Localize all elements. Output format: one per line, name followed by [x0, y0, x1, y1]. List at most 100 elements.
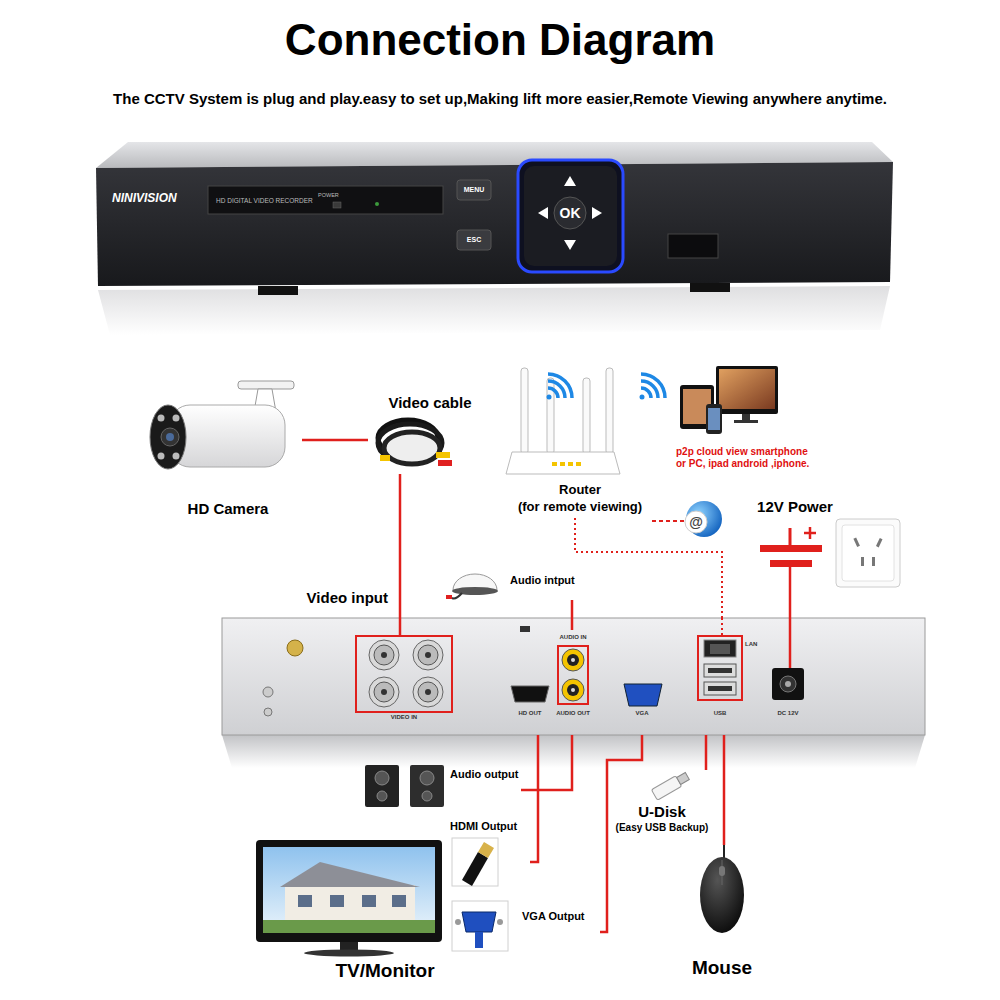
- speaker-illustration: [420, 771, 434, 785]
- dvr-rear-illustration: [511, 686, 549, 702]
- dvr-front-illustration: [538, 207, 548, 219]
- dvr-front-illustration: [375, 202, 379, 206]
- speaker-illustration: [410, 765, 444, 807]
- usb-disk-illustration: [677, 773, 690, 785]
- vga-connector: VGA Output: [450, 898, 600, 954]
- wall-outlet: [861, 557, 864, 566]
- viewing-devices-illustration: [716, 366, 778, 414]
- vga-plug-illustration: [455, 919, 461, 925]
- router-illustration: [552, 462, 557, 466]
- wall-outlet: [842, 525, 894, 581]
- button-label: MENU: [464, 186, 485, 194]
- usb-disk: U-Disk(Easy USB Backup): [612, 770, 712, 836]
- microphone-illustration: [452, 587, 498, 595]
- brand-name: NINIVISION: [112, 191, 177, 205]
- cable-connector: [575, 518, 722, 618]
- monitor-illustration: [280, 862, 420, 887]
- node-label: U-Disk: [638, 803, 686, 821]
- viewing-devices-illustration: [706, 404, 722, 434]
- dvr-rear-illustration: [571, 658, 575, 662]
- router-illustration: [521, 368, 528, 454]
- camera-illustration: [238, 381, 294, 389]
- dvr-rear-illustration: [708, 686, 732, 691]
- dvr-rear-illustration: [374, 645, 394, 665]
- usb-disk-illustration: [651, 776, 681, 800]
- video-cable-illustration: [436, 452, 450, 458]
- speaker-illustration: [422, 791, 432, 801]
- dvr-rear-illustration: [425, 689, 431, 695]
- dvr-rear-illustration: [780, 676, 796, 692]
- camera-illustration: [166, 433, 174, 441]
- subtitle: The CCTV System is plug and play.easy to…: [113, 90, 887, 108]
- wall-outlet: [872, 557, 875, 566]
- router: Router(for remote viewing): [495, 358, 665, 518]
- dvr-front-illustration: [564, 176, 576, 186]
- camera-illustration: [173, 415, 180, 422]
- router-illustration: [583, 378, 590, 454]
- port-label: AUDIO OUT: [556, 710, 590, 717]
- wifi-symbol: [641, 374, 665, 398]
- viewing-devices: p2p cloud view smartphone or PC, ipad an…: [668, 360, 818, 485]
- node-label: Audio intput: [510, 574, 575, 587]
- dvr-rear-illustration: [785, 681, 791, 687]
- dvr-rear-illustration: [399, 618, 402, 636]
- wifi-symbol: [640, 395, 645, 400]
- video-cable-illustration: [378, 420, 452, 466]
- port-label: LAN: [745, 641, 757, 648]
- viewing-devices-illustration: [680, 366, 778, 434]
- dvr-rear-illustration: [698, 636, 742, 700]
- mouse-illustration: [700, 845, 744, 933]
- camera-illustration: [158, 453, 165, 460]
- camera-illustration: [161, 428, 179, 446]
- dvr-front-illustration: [98, 286, 890, 335]
- node-label: p2p cloud view smartphone or PC, ipad an…: [676, 446, 816, 470]
- dvr-rear-illustration: [222, 618, 925, 735]
- port-label: AUDIO IN: [560, 634, 587, 641]
- dvr-rear-illustration: [721, 618, 723, 638]
- monitor-illustration: [285, 885, 415, 925]
- button-label: ESC: [467, 236, 481, 244]
- power-supply: 12V Power: [745, 493, 910, 590]
- internet-globe: [652, 501, 722, 537]
- router-illustration: [506, 452, 620, 474]
- hdmi-plug-illustration: [452, 838, 498, 886]
- dvr-rear-illustration: [287, 640, 303, 656]
- mouse-illustration: [719, 866, 725, 876]
- router-illustration: [560, 462, 565, 466]
- port-label: HD OUT: [519, 710, 542, 717]
- dvr-rear-illustration: [562, 649, 584, 671]
- monitor-illustration: [256, 840, 442, 942]
- node-label: Mouse: [692, 957, 752, 980]
- dvr-rear-illustration: [413, 677, 443, 707]
- power-symbol: [789, 567, 792, 590]
- camera-illustration: [173, 453, 180, 460]
- video-cable-illustration: [380, 455, 390, 461]
- dvr-front-illustration: [457, 180, 491, 200]
- node-label: Router: [559, 482, 601, 498]
- vga-plug-illustration: [462, 912, 496, 932]
- node-label: 12V Power: [757, 498, 833, 516]
- dvr-rear-illustration: [704, 682, 736, 695]
- wifi-symbol: [547, 374, 666, 400]
- cable-connector: [399, 474, 402, 618]
- dvr-rear-illustration: [571, 618, 574, 630]
- cable-connector: [521, 735, 572, 790]
- dvr-front-illustration: [333, 202, 341, 208]
- hdmi-plug-illustration: [452, 838, 498, 886]
- wall-outlet: [853, 538, 860, 547]
- router-illustration: [506, 368, 620, 474]
- vga-plug-illustration: [497, 919, 503, 925]
- router-illustration: [568, 462, 573, 466]
- camera-illustration: [150, 405, 186, 469]
- dvr-rear-illustration: [520, 626, 530, 632]
- wifi-symbol: [547, 395, 552, 400]
- power-symbol: [809, 527, 812, 539]
- speaker-illustration: [377, 791, 387, 801]
- node-label: HD Camera: [188, 500, 269, 518]
- dvr-front-illustration: [518, 160, 623, 272]
- dvr-front-illustration: [457, 230, 491, 250]
- dvr-rear-illustration: [264, 708, 272, 716]
- dvr-front: NINIVISIONHD DIGITAL VIDEO RECORDERPOWER…: [95, 140, 893, 290]
- cable-connector: [705, 735, 708, 770]
